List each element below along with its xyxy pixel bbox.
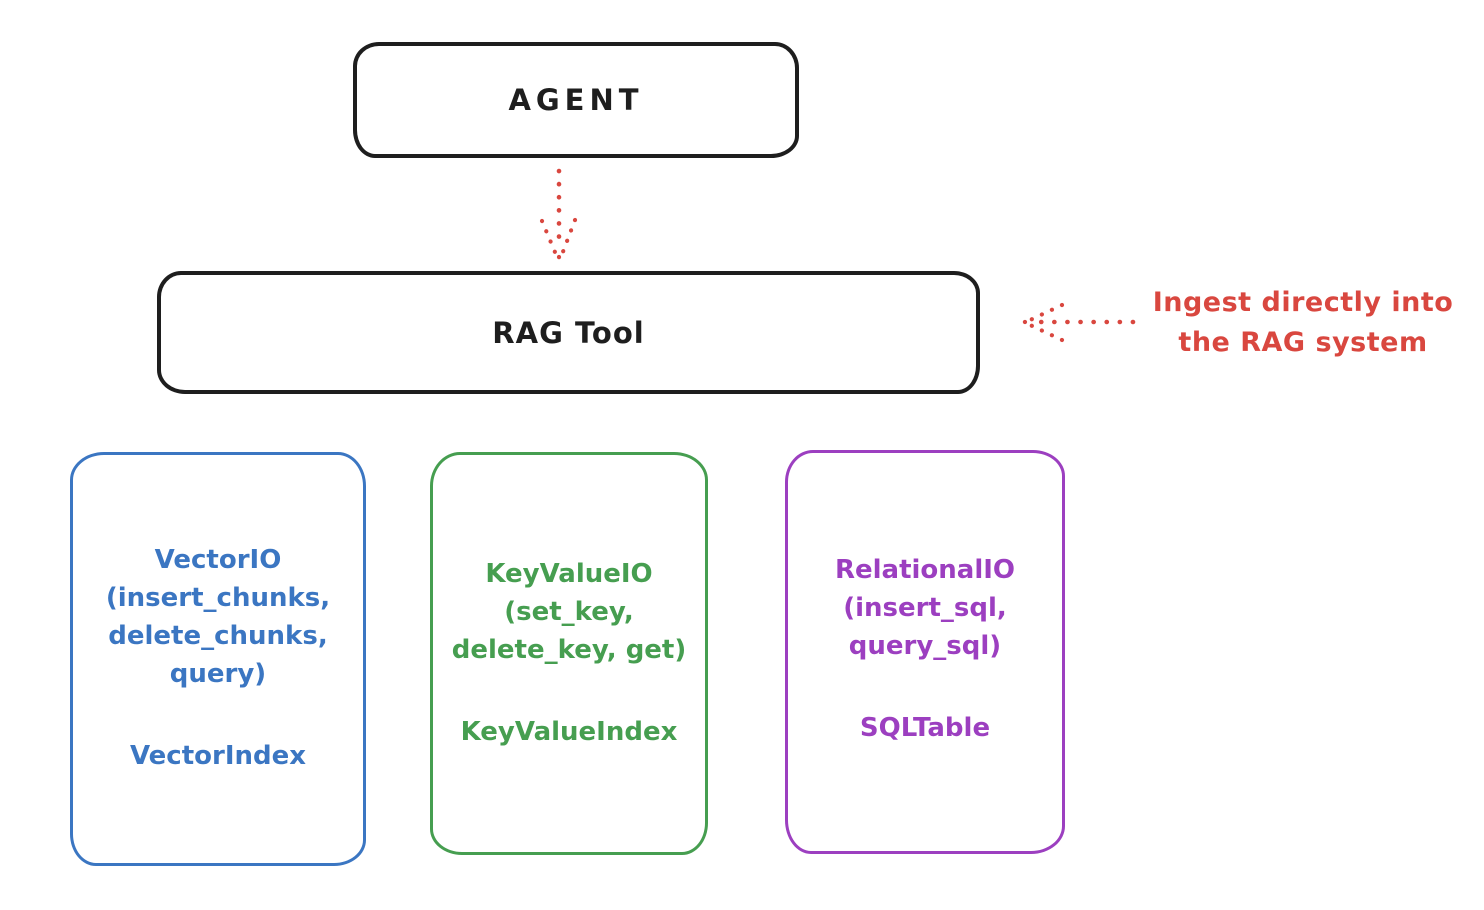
store-line: RelationalIO (834, 555, 1016, 585)
store-line: delete_chunks, (108, 621, 328, 651)
vector-index-label: VectorIndex (129, 741, 307, 771)
keyvalue-io-text: KeyValueIO (set_key, delete_key, get) (452, 555, 687, 669)
ingest-annotation-line2: the RAG system (1178, 327, 1428, 358)
ingest-annotation: Ingest directly into the RAG system (1138, 283, 1468, 363)
sql-table-label: SQLTable (859, 713, 991, 743)
vector-io-text: VectorIO (insert_chunks, delete_chunks, … (106, 541, 330, 693)
agent-node: AGENT (353, 42, 799, 158)
store-line: query) (169, 659, 267, 689)
store-line: KeyValueIO (485, 559, 653, 589)
relational-io-node: RelationalIO (insert_sql, query_sql) SQL… (785, 450, 1065, 854)
relational-io-text: RelationalIO (insert_sql, query_sql) (835, 551, 1015, 665)
store-line: delete_key, get) (451, 635, 687, 665)
ingest-annotation-line1: Ingest directly into (1152, 287, 1454, 318)
rag-tool-node: RAG Tool (157, 271, 980, 394)
store-line: (insert_sql, (843, 593, 1007, 623)
store-line: query_sql) (848, 631, 1002, 661)
store-line: (insert_chunks, (105, 583, 331, 613)
agent-label: AGENT (508, 83, 644, 117)
keyvalue-index-label: KeyValueIndex (460, 717, 678, 747)
vector-io-node: VectorIO (insert_chunks, delete_chunks, … (70, 452, 366, 866)
keyvalue-io-node: KeyValueIO (set_key, delete_key, get) Ke… (430, 452, 708, 855)
rag-tool-label: RAG Tool (492, 315, 645, 350)
ingest-annotation-dotted-arrow-icon (1021, 302, 1136, 343)
store-line: (set_key, (504, 597, 634, 627)
agent-to-ragtool-dotted-arrow-icon (539, 168, 578, 261)
store-line: VectorIO (154, 545, 282, 575)
